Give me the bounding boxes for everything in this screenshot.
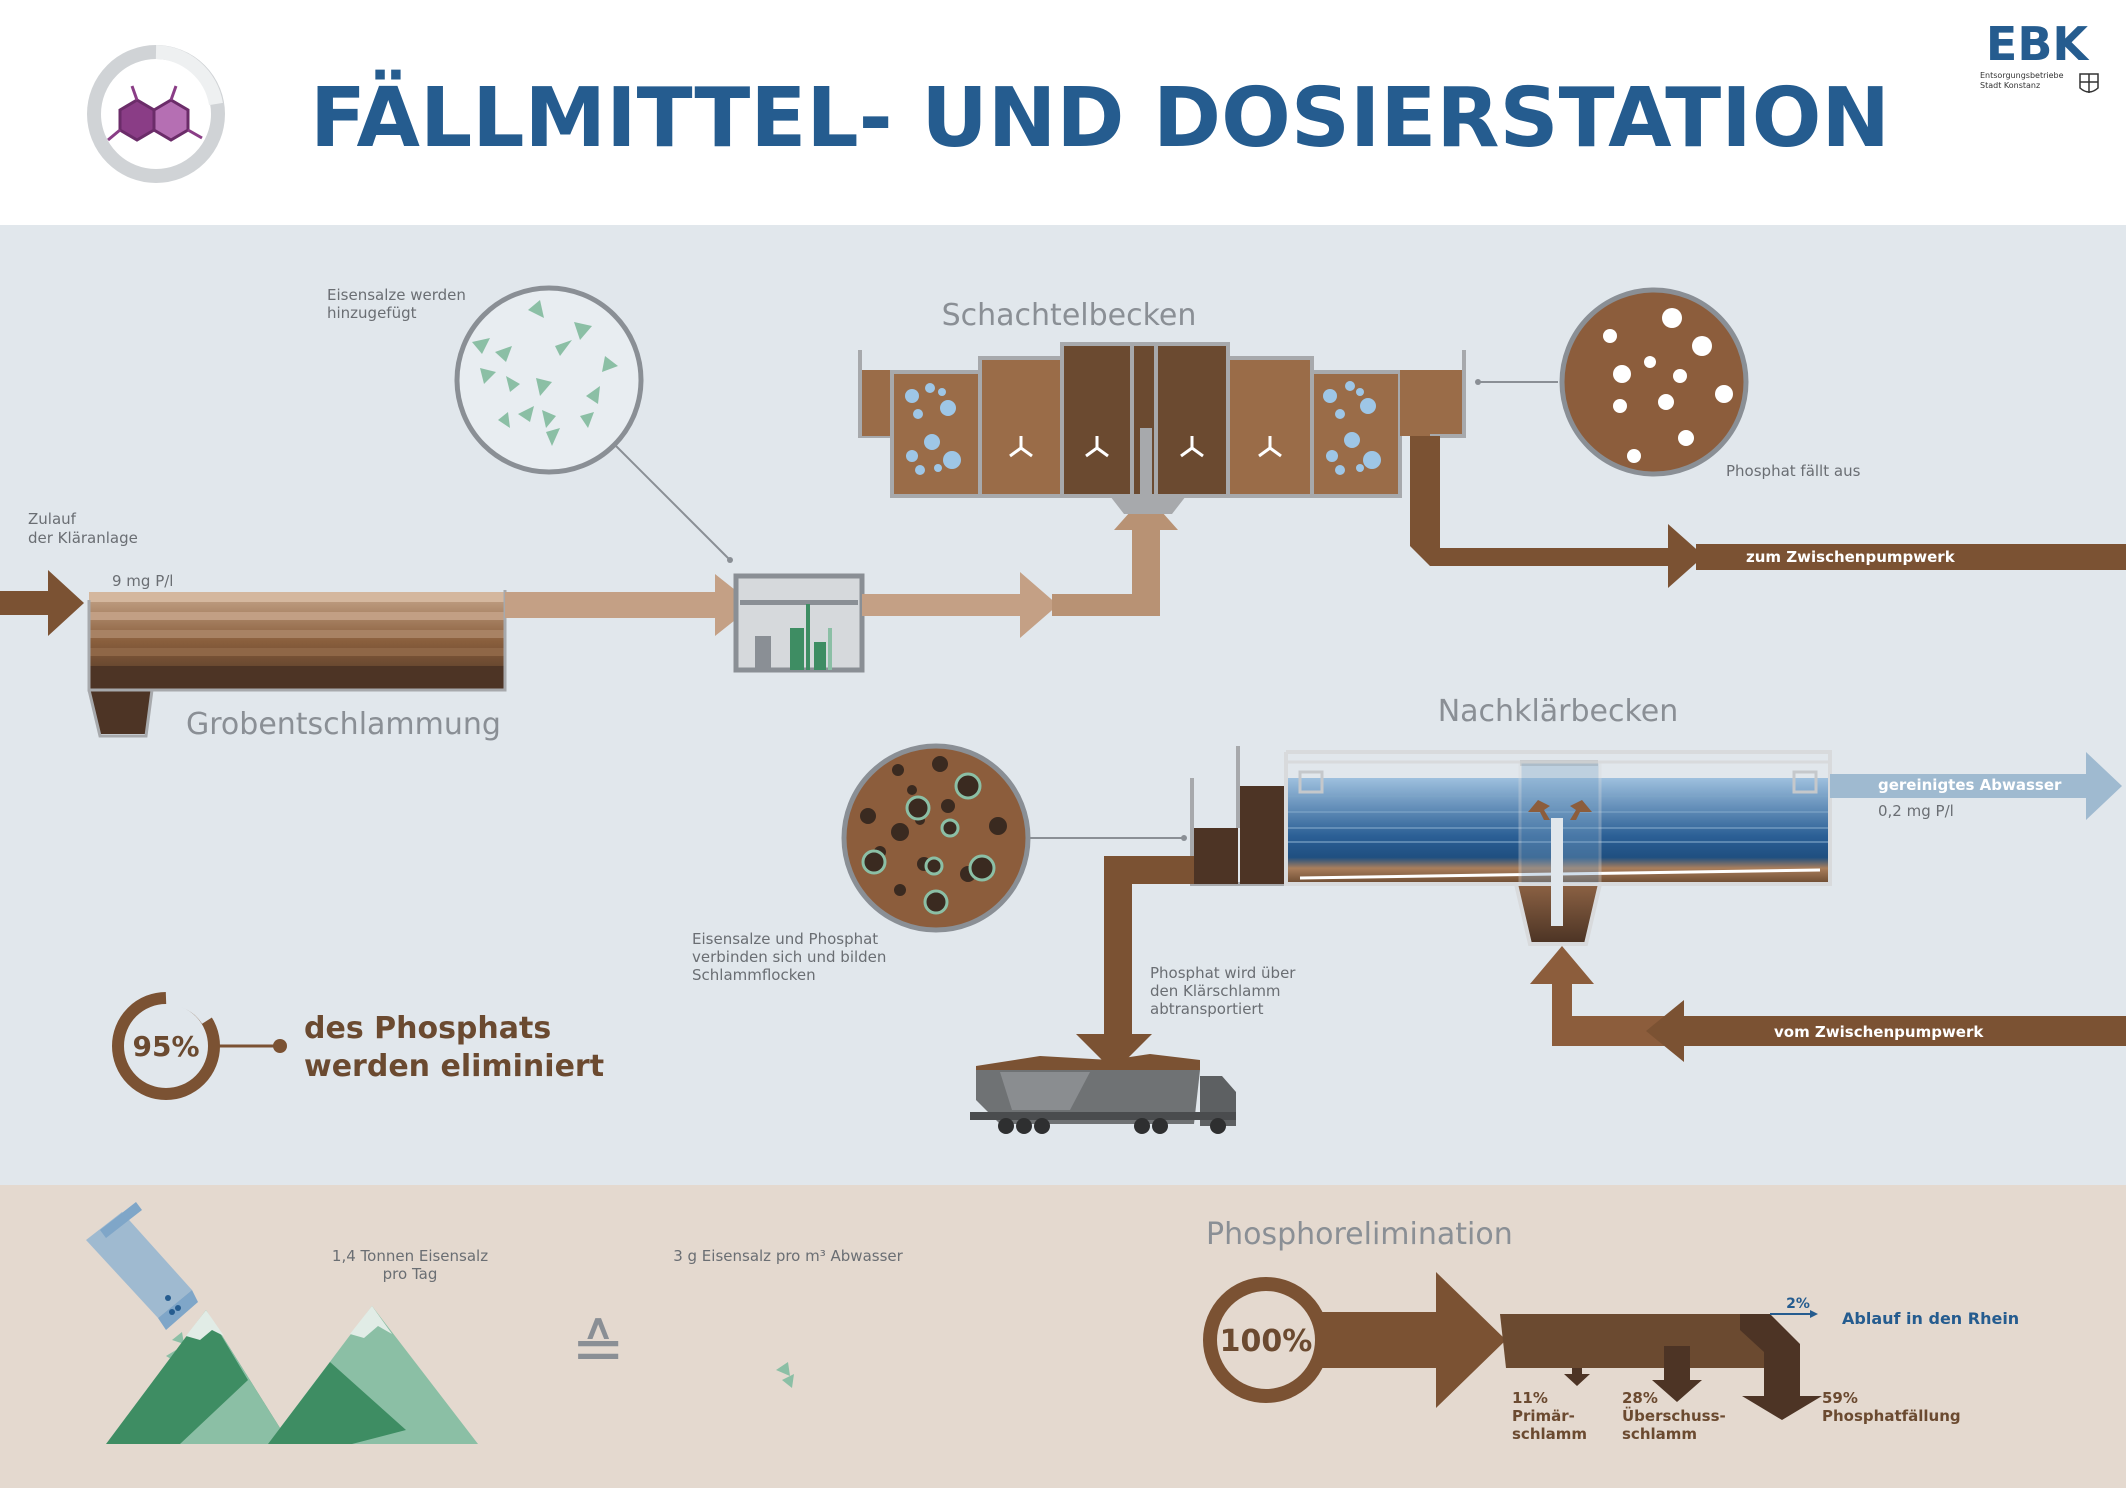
header: FÄLLMITTEL- UND DOSIERSTATION EBK Entsor… — [87, 17, 2099, 183]
box-tank-label: Schachtelbecken — [942, 298, 1197, 333]
precip-percent: 59% — [1822, 1389, 1858, 1407]
secondary-label: Nachklärbecken — [1438, 694, 1679, 729]
from-pump-arrow: vom Zwischenpumpwerk — [1530, 946, 2126, 1062]
iron-salt-magnifier: Eisensalze werden hinzugefügt — [327, 285, 733, 563]
dosing-station — [733, 573, 865, 673]
phosphorus-elimination: Phosphorelimination 100% 2% Ablauf in de… — [1203, 1217, 2019, 1443]
clean-value: 0,2 mg P/l — [1878, 802, 1954, 820]
sludge-label-2: den Klärschlamm — [1150, 982, 1281, 1000]
logo-subtitle-1: Entsorgungsbetriebe — [1980, 71, 2064, 80]
mixer-icons — [1009, 436, 1282, 458]
molecule-icon — [87, 45, 225, 183]
iron-salt-crystals — [472, 300, 618, 446]
phosphate-magnifier: Phosphat fällt aus — [1475, 287, 1861, 480]
elim-text-1: des Phosphats — [304, 1011, 551, 1046]
ebk-logo: EBK Entsorgungsbetriebe Stadt Konstanz — [1980, 17, 2099, 93]
excess-percent: 28% — [1622, 1389, 1658, 1407]
inflow-label-2: der Kläranlage — [28, 529, 138, 547]
grit-tank-label: Grobentschlammung — [186, 707, 501, 742]
precip-label: Phosphatfällung — [1822, 1407, 1961, 1425]
salt-shaker-icon — [86, 1202, 198, 1362]
flow-arrow-up-to-box-tank — [1052, 494, 1178, 616]
salt-per-day-1: 1,4 Tonnen Eisensalz — [332, 1247, 488, 1265]
inflow-label-1: Zulauf — [28, 510, 77, 528]
from-pump-label: vom Zwischenpumpwerk — [1774, 1023, 1984, 1041]
logo-subtitle-2: Stadt Konstanz — [1980, 81, 2040, 90]
flow-arrow-station-out — [862, 572, 1058, 638]
sludge-scraper-arrows — [1528, 800, 1592, 820]
rhine-label: Ablauf in den Rhein — [1842, 1309, 2019, 1328]
aeration-bubbles — [905, 381, 1381, 475]
grit-tank: Grobentschlammung — [87, 590, 507, 742]
sludge-removal: Phosphat wird über den Klärschlamm abtra… — [970, 856, 1296, 1134]
flocs-label-2: verbinden sich und bilden — [692, 948, 886, 966]
primary-label-1: Primär- — [1512, 1407, 1575, 1425]
excess-label-2: schlamm — [1622, 1425, 1697, 1443]
elim-title: Phosphorelimination — [1206, 1217, 1513, 1252]
elimination-stat: 95% des Phosphats werden eliminiert — [112, 991, 604, 1100]
elim-percent: 95% — [132, 1030, 199, 1063]
to-pump-label: zum Zwischenpumpwerk — [1746, 548, 1956, 566]
excess-label-1: Überschuss- — [1622, 1406, 1726, 1425]
total-percent: 100% — [1220, 1324, 1313, 1359]
salt-consumption: 1,4 Tonnen Eisensalz pro Tag ≙ 3 g Eisen… — [86, 1202, 904, 1444]
logo-text: EBK — [1986, 17, 2090, 71]
primary-label-2: schlamm — [1512, 1425, 1587, 1443]
flocs-magnifier: Eisensalze und Phosphat verbinden sich u… — [692, 743, 1187, 984]
salt-label-1: Eisensalze werden — [327, 286, 466, 304]
inflow-value: 9 mg P/l — [112, 572, 173, 590]
phosphate-label: Phosphat fällt aus — [1726, 462, 1861, 480]
page-title: FÄLLMITTEL- UND DOSIERSTATION — [310, 70, 1890, 166]
primary-percent: 11% — [1512, 1389, 1548, 1407]
clean-water-outflow: gereinigtes Abwasser 0,2 mg P/l — [1830, 752, 2122, 820]
clean-label: gereinigtes Abwasser — [1878, 776, 2062, 794]
salt-per-day-2: pro Tag — [383, 1265, 438, 1283]
sludge-label-1: Phosphat wird über — [1150, 964, 1296, 982]
salt-per-m3: 3 g Eisensalz pro m³ Abwasser — [673, 1247, 903, 1265]
equals-symbol: ≙ — [571, 1312, 625, 1386]
box-tank: Schachtelbecken — [858, 298, 1466, 514]
rhine-percent: 2% — [1786, 1296, 1810, 1312]
secondary-clarifier: Nachklärbecken — [1190, 694, 1832, 946]
flow-arrow-to-station — [505, 574, 754, 636]
flocs-label-1: Eisensalze und Phosphat — [692, 930, 878, 948]
to-pump-arrow: zum Zwischenpumpwerk — [1410, 436, 2126, 588]
truck-icon — [970, 1054, 1236, 1134]
sludge-label-3: abtransportiert — [1150, 1000, 1264, 1018]
inflow: Zulauf der Kläranlage 9 mg P/l — [0, 510, 173, 636]
elim-text-2: werden eliminiert — [304, 1049, 604, 1084]
flocs-label-3: Schlammflocken — [692, 966, 816, 984]
inflow-arrow — [0, 570, 84, 636]
salt-label-2: hinzugefügt — [327, 304, 417, 322]
salt-grain-icon — [776, 1362, 794, 1388]
mountain-icon — [106, 1306, 478, 1444]
